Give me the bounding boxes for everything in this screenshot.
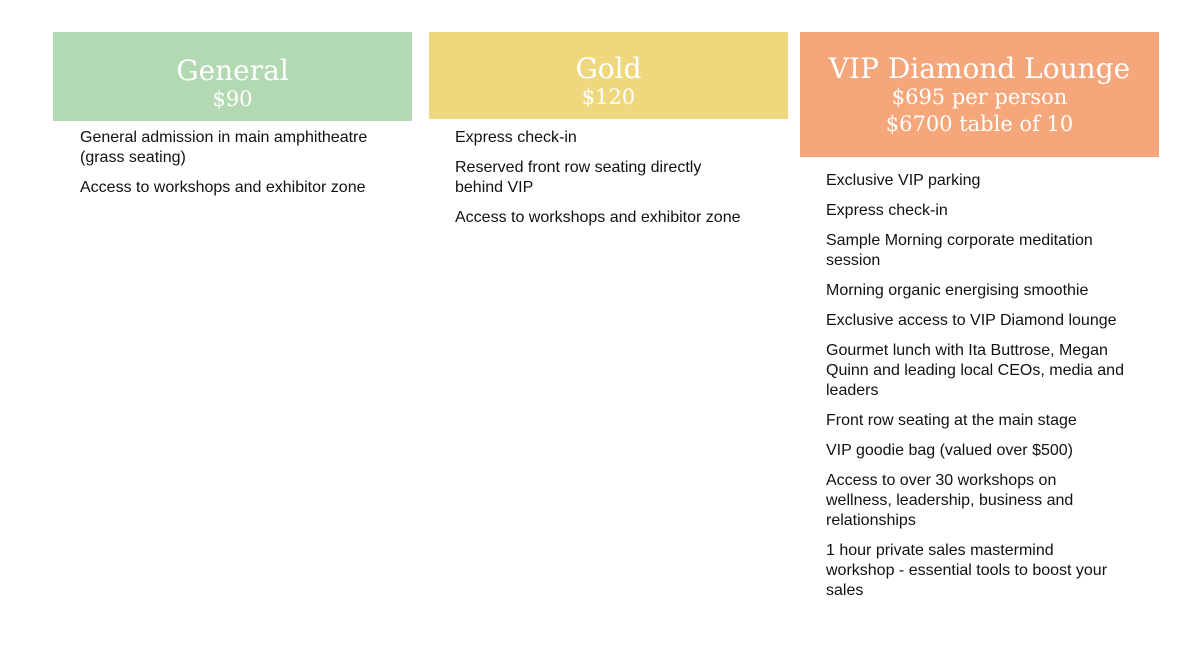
tier-vip-title: VIP Diamond Lounge <box>828 52 1131 85</box>
feature-item: VIP goodie bag (valued over $500) <box>826 442 1073 459</box>
tier-vip-features: Exclusive VIP parking Express check-in S… <box>826 171 1126 601</box>
tier-vip-header: VIP Diamond Lounge $695 per person $6700… <box>800 32 1159 157</box>
tier-gold: Gold $120 Express check-in Reserved fron… <box>429 32 788 238</box>
tier-general: General $90 General admission in main am… <box>53 32 412 208</box>
tier-general-title: General <box>176 54 289 87</box>
feature-item: Exclusive VIP parking <box>826 172 981 189</box>
feature-item: Reserved front row seating directly behi… <box>455 159 702 196</box>
feature-item: Access to workshops and exhibitor zone <box>455 209 741 226</box>
tier-vip-table-price: $6700 table of 10 <box>885 112 1074 136</box>
tier-vip: VIP Diamond Lounge $695 per person $6700… <box>800 32 1159 611</box>
tier-vip-price: $695 per person <box>891 85 1068 109</box>
feature-item: Gourmet lunch with Ita Buttrose, Megan Q… <box>826 342 1124 399</box>
feature-item: Express check-in <box>826 202 948 219</box>
feature-item: General admission in main amphitheatre (… <box>80 129 368 166</box>
feature-item: 1 hour private sales mastermind workshop… <box>826 542 1108 599</box>
feature-item: Access to over 30 workshops on wellness,… <box>826 472 1074 529</box>
tier-general-header: General $90 <box>53 32 412 121</box>
feature-item: Morning organic energising smoothie <box>826 282 1089 299</box>
feature-item: Sample Morning corporate meditation sess… <box>826 232 1093 269</box>
tier-gold-title: Gold <box>575 52 642 85</box>
feature-item: Express check-in <box>455 129 577 146</box>
feature-item: Access to workshops and exhibitor zone <box>80 179 366 196</box>
tier-gold-features: Express check-in Reserved front row seat… <box>455 128 745 228</box>
feature-item: Exclusive access to VIP Diamond lounge <box>826 312 1117 329</box>
feature-item: Front row seating at the main stage <box>826 412 1077 429</box>
tier-general-features: General admission in main amphitheatre (… <box>80 128 370 198</box>
tier-gold-price: $120 <box>581 85 636 109</box>
tier-general-price: $90 <box>212 87 253 111</box>
tier-gold-header: Gold $120 <box>429 32 788 119</box>
